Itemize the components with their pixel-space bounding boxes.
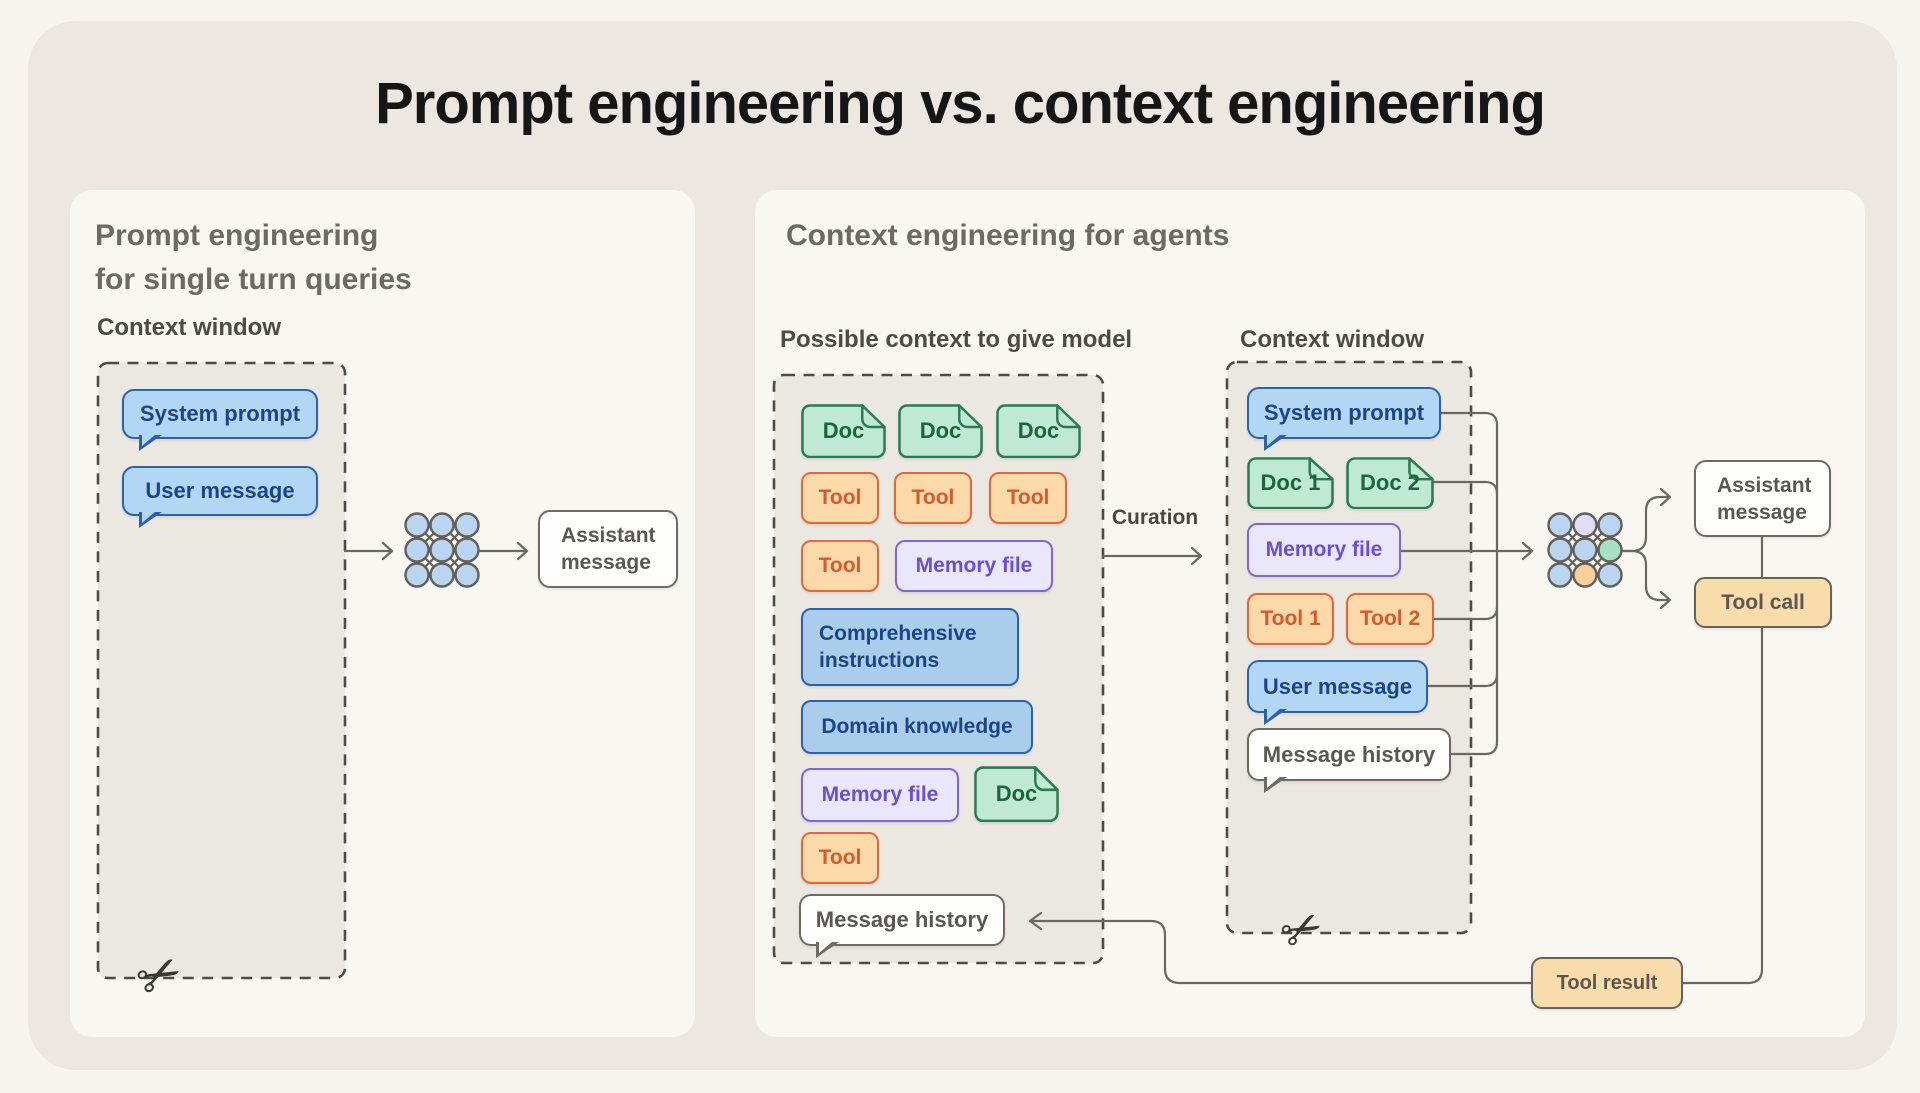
chip-tool: Tool [801, 472, 879, 524]
chip-label: Doc 1 [1260, 470, 1321, 495]
context-window-label-right: Context window [1240, 326, 1424, 353]
doc-icon [1346, 457, 1434, 509]
arrow-curation [1101, 546, 1203, 566]
arrow-model-to-assistant [477, 541, 529, 561]
curation-label: Curation [1111, 506, 1199, 529]
chip-label: Doc [919, 418, 962, 443]
box-label: Assistant message [1717, 473, 1812, 524]
chip-doc-2: Doc 2 [1346, 457, 1434, 509]
box-label: Tool call [1721, 590, 1805, 614]
box-tool-result: Tool result [1531, 957, 1683, 1009]
chip-label: Doc [1017, 418, 1060, 443]
context-window-box-left [96, 361, 347, 980]
arrow-to-assistant-message [1619, 487, 1672, 553]
chip-label: Message history [1262, 741, 1436, 767]
chip-label: Doc [822, 418, 865, 443]
chip-label: Memory file [1265, 538, 1383, 561]
box-label: Assistant message [561, 524, 656, 574]
arrow-to-tool-call [1619, 549, 1672, 610]
context-window-label-left: Context window [97, 314, 281, 341]
page-title: Prompt engineering vs. context engineeri… [375, 71, 1546, 136]
chip-label: Message history [815, 907, 989, 932]
doc-icon [1247, 457, 1334, 509]
chip-user-message: User message [122, 466, 318, 516]
chip-label: Tool [818, 554, 862, 577]
possible-context-label: Possible context to give model [780, 326, 1133, 353]
arrow-bus-to-model [1398, 541, 1534, 561]
chip-label: Tool 2 [1359, 607, 1421, 630]
arrow-context-to-model [343, 541, 394, 561]
chip-label: Memory file [915, 554, 1033, 577]
box-label: Tool result [1556, 971, 1658, 994]
doc-icon [974, 766, 1059, 822]
context-window-box-right [1225, 360, 1473, 935]
chip-label: Tool 1 [1260, 607, 1321, 630]
left-panel-heading-line1: Prompt engineering [95, 219, 379, 252]
chip-message-history: Message history [1247, 728, 1451, 781]
connector-tool-result-loop [1028, 626, 1764, 985]
chip-label: System prompt [1263, 400, 1425, 425]
chip-comprehensive-instructions: Comprehensive instructions [801, 608, 1019, 686]
left-panel-heading: Prompt engineering for single turn queri… [95, 214, 412, 302]
chip-label: Doc 2 [1360, 470, 1420, 495]
doc-icon [996, 404, 1081, 458]
chip-label: Tool [1006, 486, 1050, 509]
chip-tool: Tool [989, 472, 1067, 524]
chip-doc: Doc [974, 766, 1059, 822]
chip-label: User message [145, 478, 295, 503]
chip-system-prompt: System prompt [122, 389, 318, 439]
doc-icon [898, 404, 983, 458]
chip-label: Tool [818, 846, 862, 869]
chip-label: Comprehensive instructions [819, 622, 977, 672]
chip-tool: Tool [801, 832, 879, 884]
chip-label: Memory file [821, 783, 939, 806]
chip-memory-file: Memory file [801, 768, 959, 822]
chip-tool-1: Tool 1 [1247, 593, 1334, 645]
chip-tool-2: Tool 2 [1346, 593, 1434, 645]
chip-tool: Tool [801, 540, 879, 592]
chip-user-message: User message [1247, 660, 1428, 713]
chip-domain-knowledge: Domain knowledge [801, 700, 1033, 754]
chip-memory-file: Memory file [895, 540, 1053, 592]
chip-doc: Doc [996, 404, 1081, 458]
left-panel-heading-line2: for single turn queries [95, 263, 412, 296]
box-assistant-message: Assistant message [1694, 460, 1831, 537]
chip-label: Doc [995, 781, 1038, 806]
chip-system-prompt: System prompt [1247, 387, 1441, 439]
chip-label: User message [1262, 673, 1413, 699]
chip-memory-file: Memory file [1247, 523, 1401, 577]
chip-label: Domain knowledge [821, 715, 1013, 738]
connector-system-prompt [1438, 411, 1499, 427]
box-assistant-message: Assistant message [538, 510, 678, 588]
doc-icon [801, 404, 886, 458]
connector-message-history [1448, 740, 1499, 756]
chip-label: System prompt [139, 401, 301, 426]
chip-message-history: Message history [799, 894, 1005, 946]
chip-label: Tool [818, 486, 862, 509]
chip-tool: Tool [894, 472, 972, 524]
chip-label: Tool [911, 486, 955, 509]
right-panel-heading: Context engineering for agents [786, 219, 1230, 252]
chip-doc: Doc [801, 404, 886, 458]
neural-network-icon [1547, 512, 1623, 588]
neural-network-icon [404, 512, 480, 588]
chip-doc-1: Doc 1 [1247, 457, 1334, 509]
box-tool-call: Tool call [1694, 577, 1832, 628]
chip-doc: Doc [898, 404, 983, 458]
